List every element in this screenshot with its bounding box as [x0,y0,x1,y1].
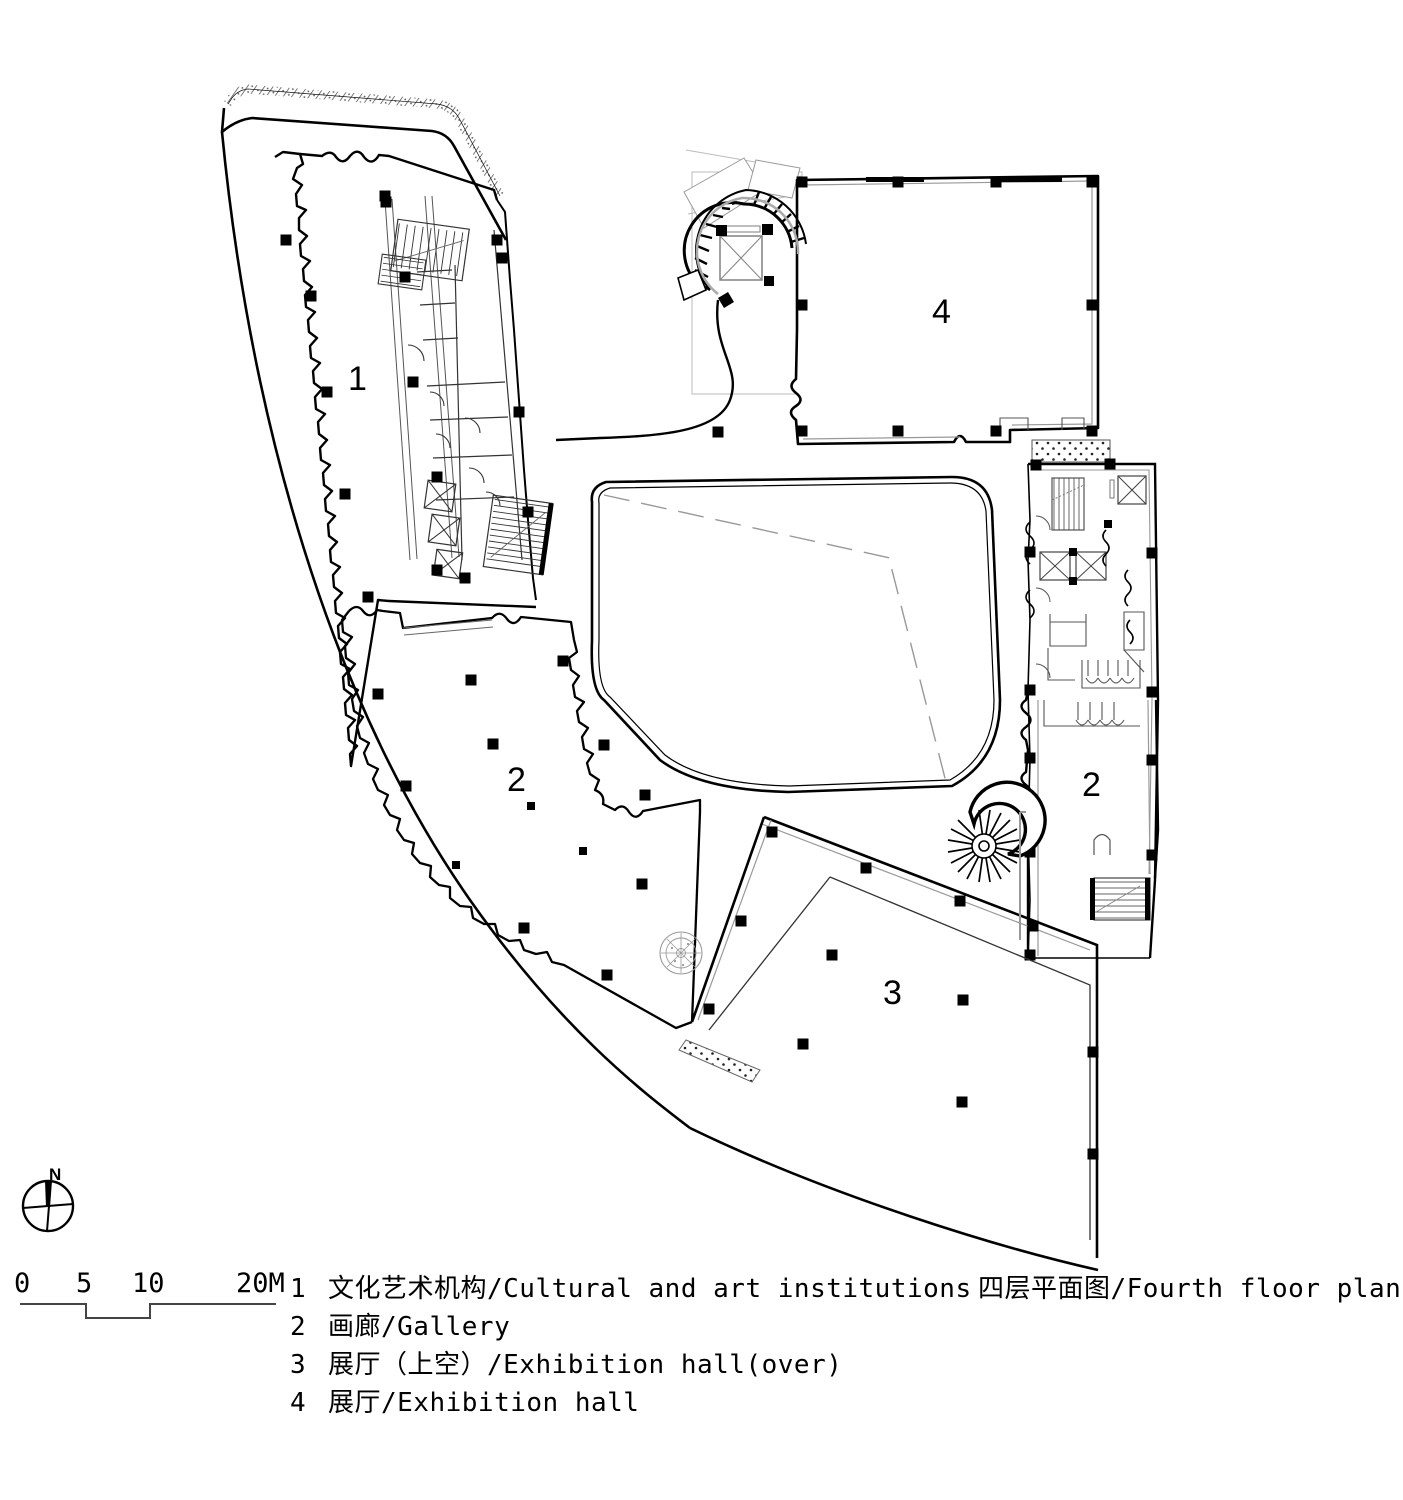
toilet-fixtures [1035,611,1145,727]
stair-block-1 [377,218,470,291]
site-outline [220,107,1099,1272]
courtyard-void [590,475,1002,794]
zone-label-1: 1 [348,360,367,398]
elevator-bank-core [1035,551,1107,603]
legend-item-1: 1 文化艺术机构/Cultural and art institutions [290,1270,971,1308]
legend-item-2: 2 画廊/Gallery [290,1308,950,1346]
scale-tick-10: 10 [132,1268,165,1299]
drawing-title: 四层平面图/Fourth floor plan [978,1274,1402,1304]
legend-item-3: 3 展厅（上空）/Exhibition hall(over) [290,1346,950,1384]
columns-service-core [1024,458,1158,698]
zone-3-exhibition-hall-over [678,815,1099,1258]
site-boundary-band [224,84,504,199]
legend-text-4: 展厅/Exhibition hall [328,1388,640,1418]
elevator-core-top [1117,475,1147,505]
legend-index-1: 1 [290,1274,306,1304]
legend-item-4: 4 展厅/Exhibition hall [290,1384,950,1422]
service-core-east [1024,439,1160,959]
zone-4-exhibition-hall [555,149,1100,446]
curved-entrance-stair [677,188,807,308]
zone-2-gallery-east [1020,689,1160,961]
stair-core-top [1035,477,1085,531]
legend-text-3: 展厅（上空）/Exhibition hall(over) [328,1350,843,1380]
north-arrow: N [18,1165,98,1258]
stair-zone-2-east [1090,833,1151,921]
plan-geometry [220,84,1160,1272]
zone-label-2-east: 2 [1082,766,1101,804]
stair-block-1-lower [482,494,554,576]
north-letter-label: N [49,1165,62,1184]
north-arrow-icon [21,1179,75,1233]
scale-tick-5: 5 [76,1268,93,1299]
entrance-plates [683,157,801,229]
zone-2-gallery-west [340,605,703,1030]
scale-bar: 0 5 10 20M [8,1268,285,1326]
legend-index-2: 2 [290,1312,306,1342]
zone-1-cultural-institutions [274,150,554,768]
legend-text-2: 画廊/Gallery [328,1312,511,1342]
legend-index-4: 4 [290,1388,306,1418]
scale-bar-graphic [20,1303,276,1319]
zone-label-3: 3 [883,974,902,1012]
circular-feature-icon [659,931,703,975]
legend: 1 文化艺术机构/Cultural and art institutions 2… [290,1270,971,1422]
break-lines-core [1025,521,1134,645]
zone-label-2-west: 2 [507,761,526,799]
legend-text-1: 文化艺术机构/Cultural and art institutions [328,1274,972,1304]
legend-index-3: 3 [290,1350,306,1380]
zone-label-4: 4 [932,293,951,331]
scale-tick-20: 20M [236,1268,285,1299]
scale-tick-0: 0 [14,1268,31,1299]
spiral-stair [947,780,1047,883]
